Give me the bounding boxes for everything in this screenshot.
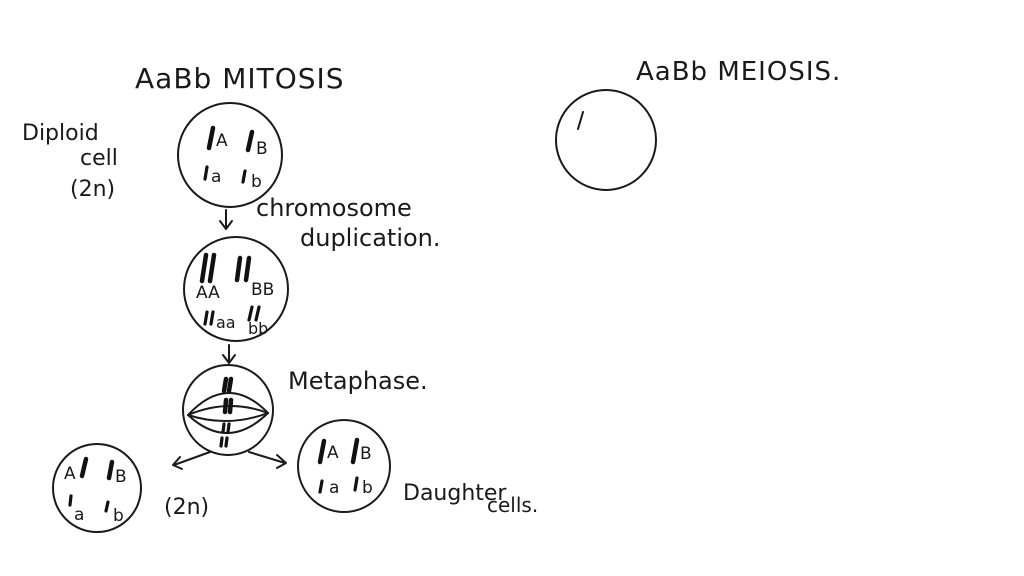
metaphase-cell [182,364,274,456]
allele-label: aa [216,313,236,332]
duplicated-cell: AA BB aa bb [183,236,289,342]
allele-label: BB [251,280,274,300]
duplication-label-line2: duplication. [300,224,441,252]
meiosis-title: AaBb MEIOSIS. [636,57,841,87]
allele-label: B [256,139,268,159]
daughter-ploidy-label: (2n) [164,495,209,520]
daughter-cell-left: A B a b [52,443,142,533]
allele-label: a [74,505,84,525]
allele-label: B [115,467,127,487]
allele-label: b [113,506,124,526]
allele-label: A [327,443,339,463]
allele-label: A [216,131,228,151]
daughter-cells-label-line1: Daughter [403,481,507,506]
daughter-cell-right: A B a b [297,419,391,513]
down-arrow-icon [219,209,233,230]
allele-label: a [211,167,221,187]
allele-label: AA [196,283,220,303]
diploid-label-line3: (2n) [70,177,115,202]
metaphase-label: Metaphase. [288,367,428,395]
mitosis-title: AaBb MITOSIS [135,62,345,95]
diploid-cell: A B a b [177,102,283,208]
allele-label: a [329,478,339,498]
allele-label: A [64,464,76,484]
right-arrow-icon [248,451,287,469]
daughter-cells-label-line2: cells. [487,493,538,517]
diploid-label-line2: cell [80,146,118,171]
allele-label: bb [248,319,268,338]
duplication-label-line1: chromosome [256,194,412,222]
meiosis-cell [555,89,657,191]
allele-label: B [360,444,372,464]
down-arrow-icon [222,344,236,364]
allele-label: b [251,172,262,192]
allele-label: b [362,478,373,498]
diploid-label-line1: Diploid [22,121,99,146]
left-arrow-icon [172,451,211,470]
